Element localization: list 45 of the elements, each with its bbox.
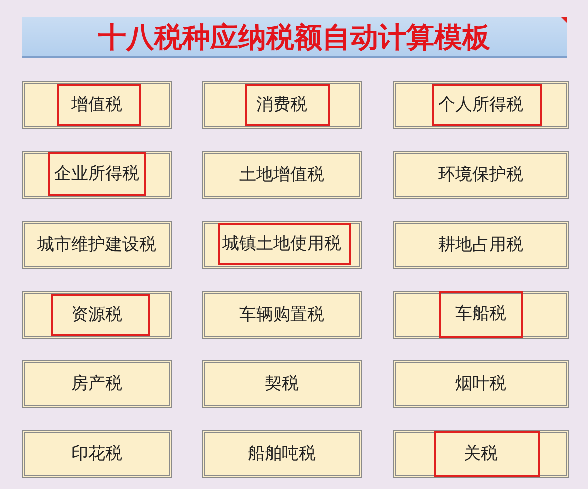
- tax-card: [202, 151, 362, 199]
- tax-card: [393, 220, 569, 268]
- tax-card: [22, 220, 172, 268]
- highlight-frame: [51, 294, 150, 336]
- tax-card: [202, 290, 362, 338]
- tax-name: 车辆购置税: [240, 304, 324, 325]
- tax-card: [202, 220, 362, 268]
- highlight-frame: [48, 152, 146, 196]
- tax-card: [22, 81, 172, 129]
- tax-name: 土地增值税: [240, 164, 324, 186]
- tax-name: 印花税: [72, 444, 122, 464]
- title-banner: 十八税种应纳税额自动计算模板: [22, 17, 567, 58]
- tax-name: 资源税: [72, 304, 122, 326]
- highlight-frame: [57, 84, 141, 126]
- tax-card: [393, 290, 569, 338]
- tax-card: [22, 360, 172, 408]
- tax-card: [202, 360, 362, 408]
- tax-name: 关税: [464, 444, 498, 464]
- tax-name: 房产税: [72, 374, 122, 394]
- tax-name: 烟叶税: [456, 374, 506, 394]
- tax-name: 船舶吨税: [248, 444, 316, 464]
- tax-card: [22, 430, 172, 478]
- highlight-frame: [245, 84, 330, 126]
- tax-name: 城镇土地使用税: [222, 234, 342, 254]
- tax-card: [393, 151, 569, 199]
- tax-name: 消费税: [256, 94, 308, 116]
- highlight-frame: [218, 223, 351, 265]
- tax-card: [22, 290, 172, 338]
- tax-card: [393, 360, 569, 408]
- tax-card: [22, 151, 172, 199]
- tax-name: 契税: [265, 374, 299, 394]
- highlight-frame: [439, 290, 523, 338]
- tax-card: [393, 81, 569, 129]
- tax-card: [393, 430, 569, 478]
- highlight-frame: [432, 84, 542, 126]
- tax-card: [202, 430, 362, 478]
- tax-name: 个人所得税: [438, 94, 524, 116]
- tax-name: 车船税: [456, 304, 506, 324]
- tax-name: 城市维护建设税: [38, 234, 156, 255]
- tax-name: 环境保护税: [438, 164, 524, 186]
- highlight-frame: [434, 431, 540, 477]
- tax-name: 耕地占用税: [438, 234, 524, 255]
- tax-name: 企业所得税: [54, 164, 140, 184]
- tax-name: 增值税: [72, 94, 122, 116]
- tax-card: [202, 81, 362, 129]
